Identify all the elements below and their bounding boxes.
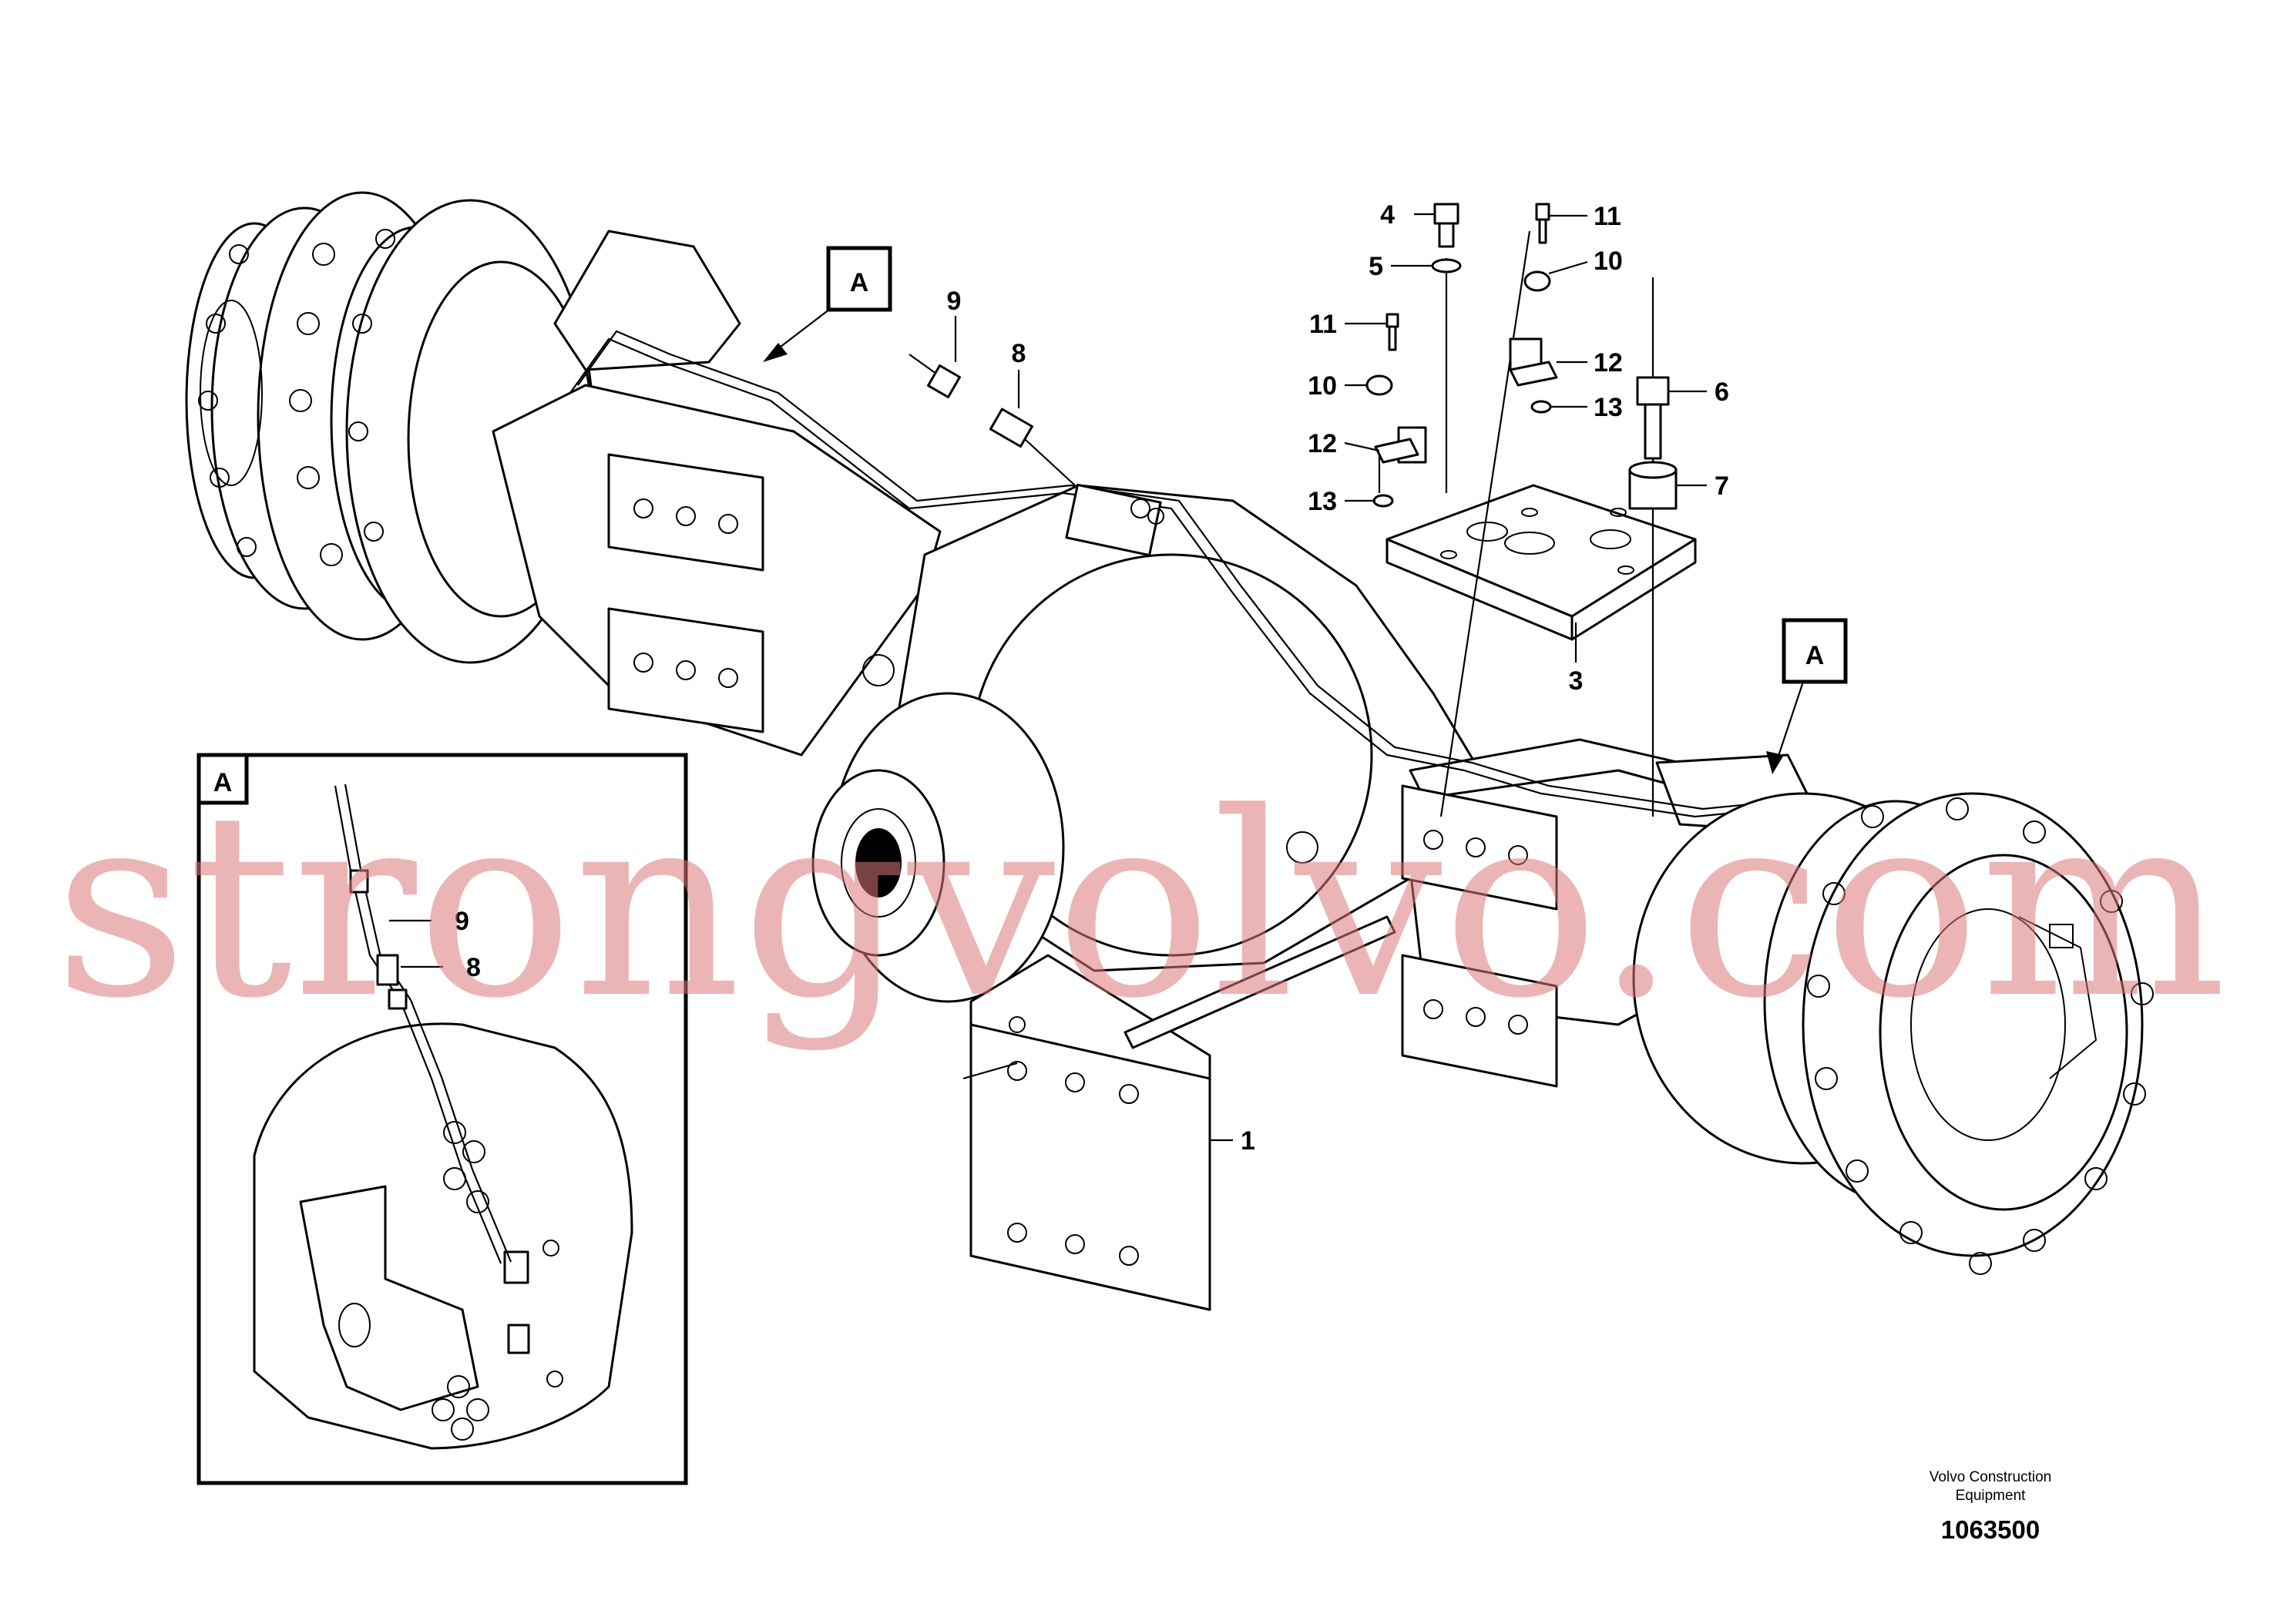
callout-8-inset: 8 xyxy=(466,953,481,982)
callout-6: 6 xyxy=(1715,377,1729,407)
callout-10-left: 10 xyxy=(1308,371,1337,401)
callout-leaders xyxy=(954,213,1707,1142)
callout-10-right: 10 xyxy=(1594,247,1623,276)
mounting-pad-1 xyxy=(962,915,1396,1311)
detail-inset xyxy=(196,753,688,1485)
fasteners xyxy=(1365,203,1678,510)
callout-5: 5 xyxy=(1369,252,1383,281)
callout-labels: A A A 9 8 4 5 11 10 12 13 11 10 12 13 6 … xyxy=(213,200,1848,1156)
callout-12-left: 12 xyxy=(1308,429,1337,458)
callout-9-inset: 9 xyxy=(455,907,469,936)
callout-13-right: 13 xyxy=(1594,393,1623,422)
callout-13-left: 13 xyxy=(1308,487,1337,516)
assembly-lines xyxy=(1378,230,1654,817)
publisher-line-2: Equipment xyxy=(1956,1488,2027,1504)
callout-1: 1 xyxy=(1241,1126,1255,1156)
callout-7: 7 xyxy=(1715,471,1729,501)
callout-9-main: 9 xyxy=(947,287,962,316)
top-plate-3 xyxy=(1385,484,1697,641)
callout-a-right: A xyxy=(1805,641,1825,670)
publisher-line-1: Volvo Construction xyxy=(1930,1469,2051,1485)
right-wheel-hub xyxy=(1632,792,2154,1275)
pinion-flange xyxy=(811,692,1065,1003)
callout-a-left: A xyxy=(850,268,869,297)
callout-4: 4 xyxy=(1380,200,1395,230)
callout-3: 3 xyxy=(1569,666,1584,696)
callout-12-right: 12 xyxy=(1594,348,1623,377)
callout-11-right: 11 xyxy=(1594,202,1621,231)
axle-housing xyxy=(492,230,1820,1088)
sensor-parts xyxy=(909,354,1076,486)
callout-11-left: 11 xyxy=(1309,310,1337,339)
brake-pipes xyxy=(569,330,1781,818)
callout-8-main: 8 xyxy=(1012,339,1026,368)
figure-number: 1063500 xyxy=(1941,1515,2040,1544)
callout-a-inset: A xyxy=(213,768,233,797)
watermark: strongvolvo.com xyxy=(54,758,2227,1054)
section-arrows xyxy=(763,304,1805,774)
